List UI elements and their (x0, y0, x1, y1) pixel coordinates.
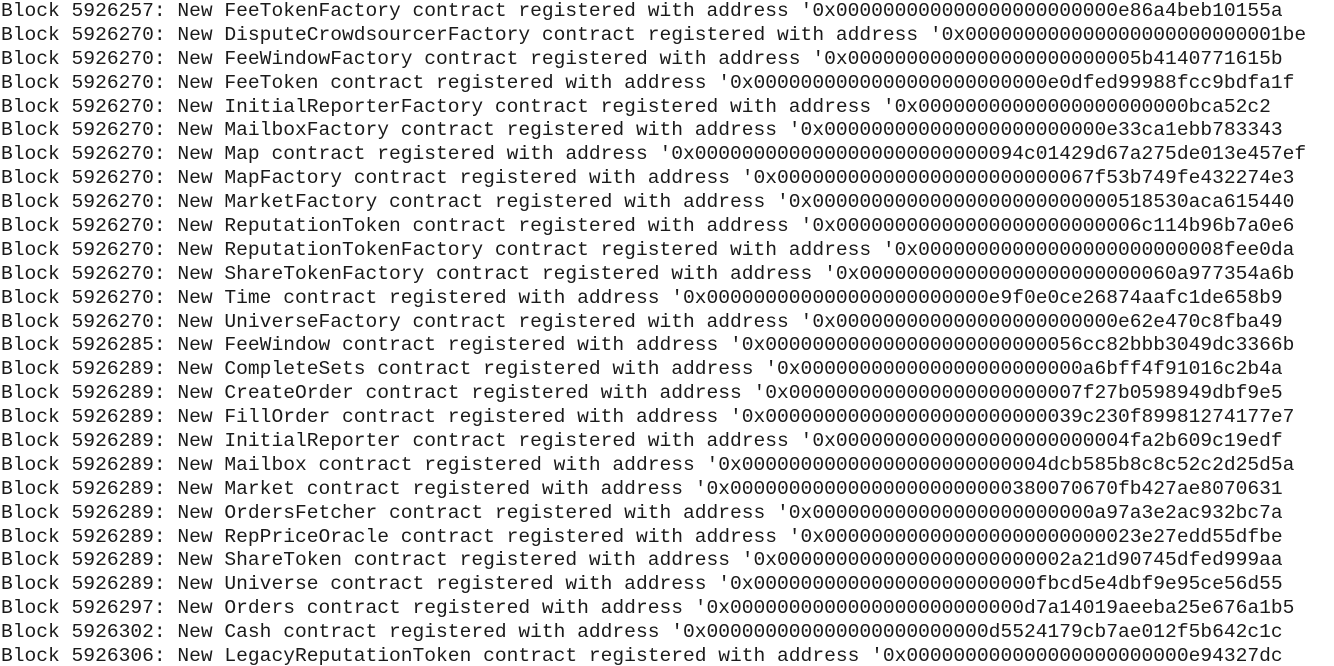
log-line: Block 5926270: New ShareTokenFactory con… (1, 262, 1295, 285)
log-line: Block 5926270: New MailboxFactory contra… (1, 119, 1283, 142)
log-line: Block 5926289: New InitialReporter contr… (1, 430, 1283, 453)
log-line: Block 5926270: New UniverseFactory contr… (1, 310, 1283, 333)
log-line: Block 5926270: New MarketFactory contrac… (1, 191, 1295, 214)
log-line: Block 5926270: New FeeWindowFactory cont… (1, 47, 1283, 70)
log-line: Block 5926302: New Cash contract registe… (1, 621, 1283, 644)
log-line: Block 5926270: New MapFactory contract r… (1, 167, 1295, 190)
log-line: Block 5926270: New FeeToken contract reg… (1, 71, 1295, 94)
log-line: Block 5926306: New LegacyReputationToken… (1, 645, 1283, 666)
log-line: Block 5926289: New CreateOrder contract … (1, 382, 1283, 405)
log-line: Block 5926285: New FeeWindow contract re… (1, 334, 1295, 357)
log-line: Block 5926289: New RepPriceOracle contra… (1, 525, 1283, 548)
log-line: Block 5926257: New FeeTokenFactory contr… (1, 0, 1283, 22)
log-line: Block 5926270: New ReputationTokenFactor… (1, 238, 1295, 261)
log-line: Block 5926289: New ShareToken contract r… (1, 549, 1283, 572)
log-line: Block 5926297: New Orders contract regis… (1, 597, 1295, 620)
log-line: Block 5926289: New Mailbox contract regi… (1, 453, 1295, 476)
log-line: Block 5926289: New Universe contract reg… (1, 573, 1283, 596)
log-line: Block 5926270: New Time contract registe… (1, 286, 1283, 309)
log-line: Block 5926270: New InitialReporterFactor… (1, 95, 1271, 118)
log-line: Block 5926270: New Map contract register… (1, 143, 1307, 166)
log-line: Block 5926270: New ReputationToken contr… (1, 215, 1295, 238)
log-line: Block 5926289: New OrdersFetcher contrac… (1, 501, 1283, 524)
log-line: Block 5926289: New Market contract regis… (1, 477, 1283, 500)
log-line: Block 5926270: New DisputeCrowdsourcerFa… (1, 23, 1307, 46)
log-line: Block 5926289: New FillOrder contract re… (1, 406, 1295, 429)
log-line: Block 5926289: New CompleteSets contract… (1, 358, 1283, 381)
